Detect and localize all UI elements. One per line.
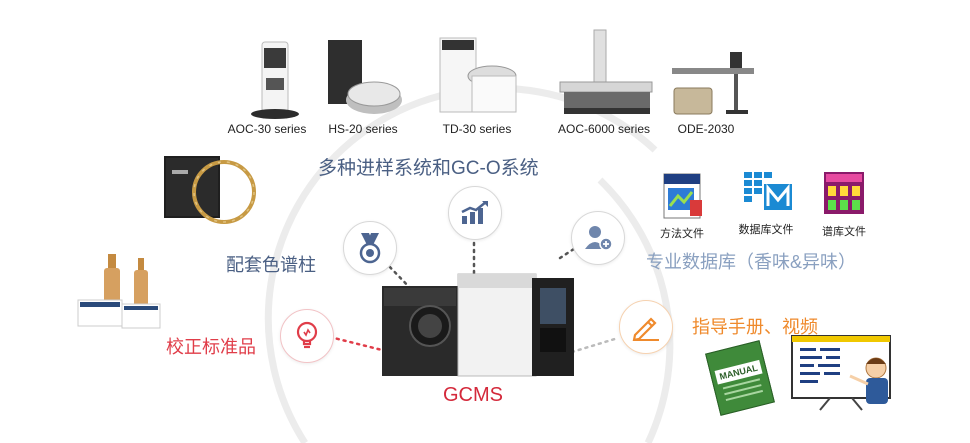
gcms-center-label: GCMS — [443, 384, 503, 406]
ode2030-image — [672, 52, 754, 115]
standards-image — [77, 254, 161, 329]
standards-category-label: 校正标准品 — [166, 337, 256, 357]
spectral-library-label: 谱库文件 — [822, 226, 866, 238]
method-file-icon — [663, 173, 702, 219]
pen-node — [619, 300, 673, 354]
trend-node — [448, 186, 502, 240]
lightbulb-icon — [296, 321, 318, 349]
medal-icon — [359, 233, 381, 264]
product-label-ode2030: ODE-2030 — [677, 122, 735, 136]
product-label-td30: TD-30 series — [442, 122, 512, 136]
user-node — [571, 211, 625, 265]
aoc6000-image — [559, 29, 653, 114]
injection-systems-title: 多种进样系统和GC-O系统 — [318, 158, 539, 179]
bulb-node — [280, 309, 334, 363]
aoc30-image — [251, 41, 299, 119]
connector-pen — [570, 336, 620, 354]
product-label-aoc6000: AOC-6000 series — [557, 122, 651, 136]
add-user-icon — [585, 226, 613, 251]
bar-chart-trend-icon — [461, 201, 488, 224]
method-file-label: 方法文件 — [660, 228, 704, 240]
video-presenter-image — [791, 335, 891, 411]
manual-category-label: 指导手册、视频 — [692, 317, 818, 337]
column-category-label: 配套色谱柱 — [226, 255, 316, 275]
spectral-library-icon — [824, 172, 864, 214]
product-label-aoc30: AOC-30 series — [227, 122, 307, 136]
central-arc-right — [597, 177, 674, 443]
connector-bulb — [328, 335, 384, 352]
gcms-instrument-image — [382, 273, 574, 377]
pen-edit-icon — [632, 317, 659, 341]
database-file-icon — [744, 172, 792, 210]
column-box-image — [164, 156, 256, 224]
product-label-hs20: HS-20 series — [328, 122, 398, 136]
database-category-label: 专业数据库（香味&异味） — [646, 252, 857, 272]
hs20-image — [328, 40, 402, 114]
medal-node — [343, 221, 397, 275]
database-file-label: 数据库文件 — [738, 224, 794, 236]
td30-image — [439, 37, 517, 113]
